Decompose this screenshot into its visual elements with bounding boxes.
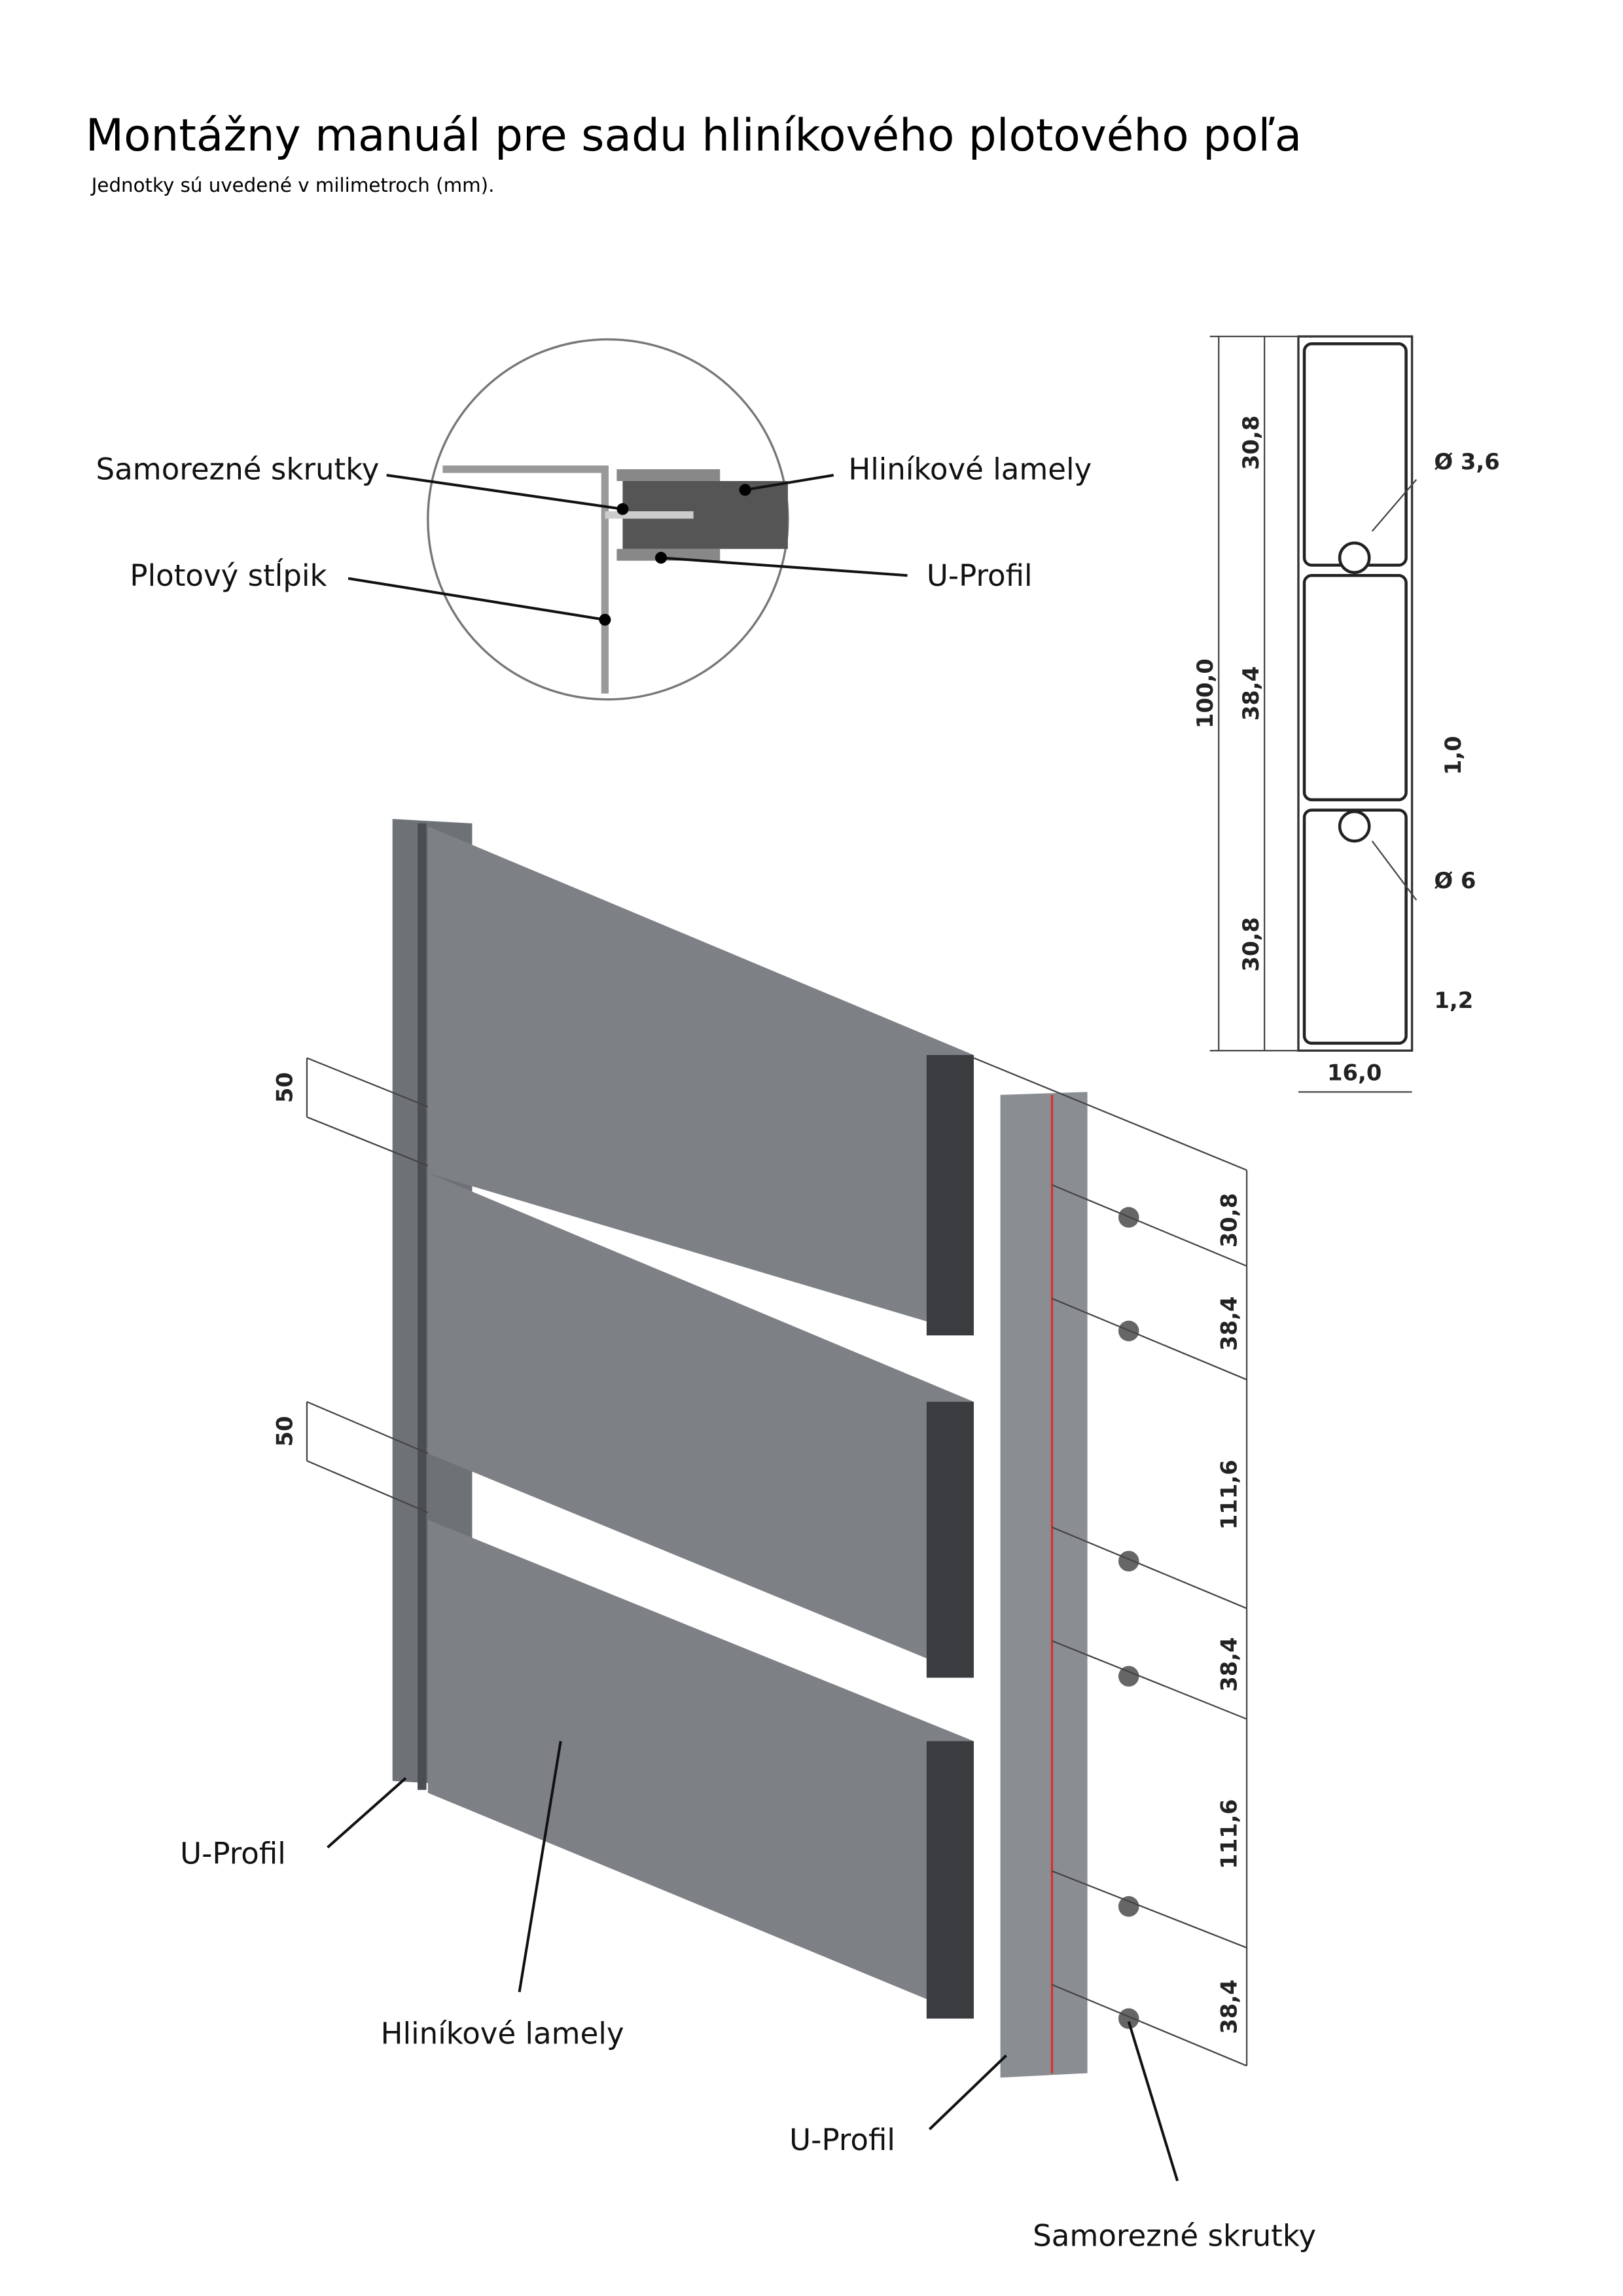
dim-hole-small: Ø 3,6 xyxy=(1434,449,1499,475)
dim-4: 38,4 xyxy=(1216,1637,1241,1691)
page-title: Montážny manuál pre sadu hliníkového plo… xyxy=(86,109,1302,161)
slat-1 xyxy=(427,826,974,1336)
dim-6: 38,4 xyxy=(1216,1979,1241,2034)
fence-assembly: 30,8 38,4 111,6 38,4 111,6 38,4 50 50 U-… xyxy=(180,819,1316,2253)
dim-gap: 1,0 xyxy=(1440,736,1466,775)
dim-3: 111,6 xyxy=(1216,1460,1241,1530)
dim-2: 38,4 xyxy=(1216,1297,1241,1351)
label-post: Plotový stĺpik xyxy=(130,558,327,593)
dim-wall: 1,2 xyxy=(1434,988,1473,1013)
label-uprofile-right: U-Profil xyxy=(789,2123,895,2157)
dim-gap-2: 50 xyxy=(272,1416,297,1446)
label-uprofile-left: U-Profil xyxy=(180,1836,286,1871)
label-screws: Samorezné skrutky xyxy=(96,452,380,487)
dim-1: 30,8 xyxy=(1216,1193,1241,1247)
label-screws-main: Samorezné skrutky xyxy=(1033,2218,1316,2253)
dim-seg-top: 30,8 xyxy=(1238,416,1264,470)
dim-seg-bot: 30,8 xyxy=(1238,917,1264,971)
detail-view: Samorezné skrutky Hliníkové lamely Ploto… xyxy=(96,338,1092,701)
slat-3 xyxy=(427,1520,974,2019)
slat-2 xyxy=(427,1173,974,1678)
dim-height: 100,0 xyxy=(1192,658,1218,728)
label-slats: Hliníkové lamely xyxy=(848,452,1092,487)
dim-5: 111,6 xyxy=(1216,1799,1241,1869)
profile-section: 100,0 30,8 38,4 30,8 16,0 Ø 3,6 Ø 6 1,0 … xyxy=(1192,335,1500,1093)
dim-hole-large: Ø 6 xyxy=(1434,868,1476,893)
label-slats-main: Hliníkové lamely xyxy=(381,2016,624,2051)
dim-seg-mid: 38,4 xyxy=(1238,666,1264,721)
units-note: Jednotky sú uvedené v milimetroch (mm). xyxy=(90,174,495,196)
dim-width: 16,0 xyxy=(1327,1060,1382,1085)
dim-gap-1: 50 xyxy=(272,1072,297,1103)
screws xyxy=(1118,1207,1139,2029)
label-uprofile: U-Profil xyxy=(927,558,1033,593)
